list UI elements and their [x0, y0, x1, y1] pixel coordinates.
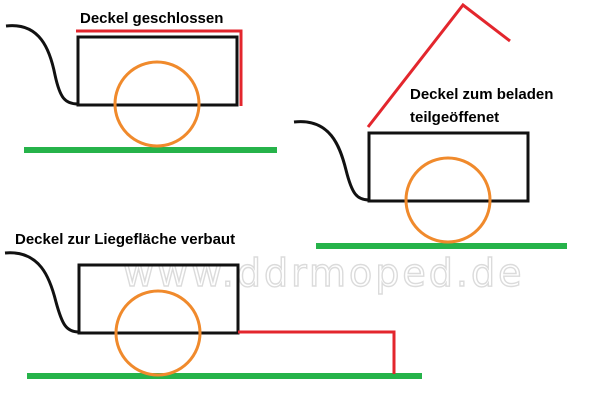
drawbar — [4, 251, 80, 334]
label-lid-loading-line1: Deckel zum beladen — [410, 86, 553, 103]
drawbar — [5, 24, 79, 106]
scene-lid-closed: Deckel geschlossen — [5, 10, 277, 153]
wheel — [404, 156, 492, 244]
wheel — [114, 289, 202, 377]
lid — [76, 29, 243, 106]
lid — [366, 2, 511, 128]
label-lid-closed: Deckel geschlossen — [80, 10, 223, 27]
scene-lid-loading: Deckel zum beladen teilgeöffenet — [293, 2, 567, 249]
trailer-body — [77, 263, 240, 335]
drawbar — [293, 120, 370, 202]
trailer-body — [76, 35, 239, 107]
label-lid-bed: Deckel zur Liegefläche verbaut — [15, 231, 235, 248]
label-lid-loading-line2: teilgeöffenet — [410, 109, 499, 126]
wheel — [113, 60, 201, 148]
trailer-body — [367, 131, 530, 203]
watermark-text: www.ddrmoped.de — [123, 251, 525, 295]
lid — [238, 330, 396, 374]
scene-lid-bed: Deckel zur Liegefläche verbaut — [4, 231, 422, 379]
